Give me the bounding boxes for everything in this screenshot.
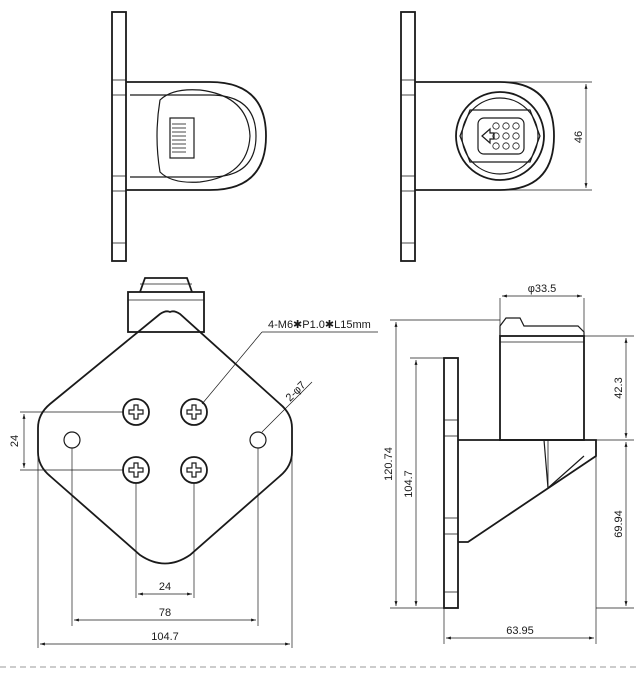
dimension-diameter-33-5-label: φ33.5 — [528, 283, 557, 295]
dimension-120-74-label: 120.74 — [383, 447, 395, 481]
dimension-104-7-horizontal-label: 104.7 — [151, 631, 179, 643]
dimension-24-horizontal-label: 24 — [159, 581, 171, 593]
thread-spec-note: 4-M6✱P1.0✱L15mm — [268, 319, 371, 331]
dimension-46-label: 46 — [573, 131, 585, 143]
side-view-right: 46 — [400, 11, 592, 262]
dimension-104-7-vertical-label: 104.7 — [403, 470, 415, 498]
dimension-78-label: 78 — [159, 607, 171, 619]
side-view-left — [111, 11, 267, 262]
hole-spec-note: 2-φ7 — [284, 379, 309, 404]
dimension-42-3-label: 42.3 — [613, 377, 625, 398]
front-view: 4-M6✱P1.0✱L15mm 2-φ7 24 24 78 104.7 — [9, 277, 378, 648]
dimension-69-94-label: 69.94 — [613, 510, 625, 538]
screw-holes — [63, 398, 267, 484]
profile-view: φ33.5 120.74 104.7 42.3 69.94 63.95 — [383, 283, 634, 644]
dimension-63-95-label: 63.95 — [506, 625, 534, 637]
dimension-24-vertical-label: 24 — [9, 435, 21, 447]
